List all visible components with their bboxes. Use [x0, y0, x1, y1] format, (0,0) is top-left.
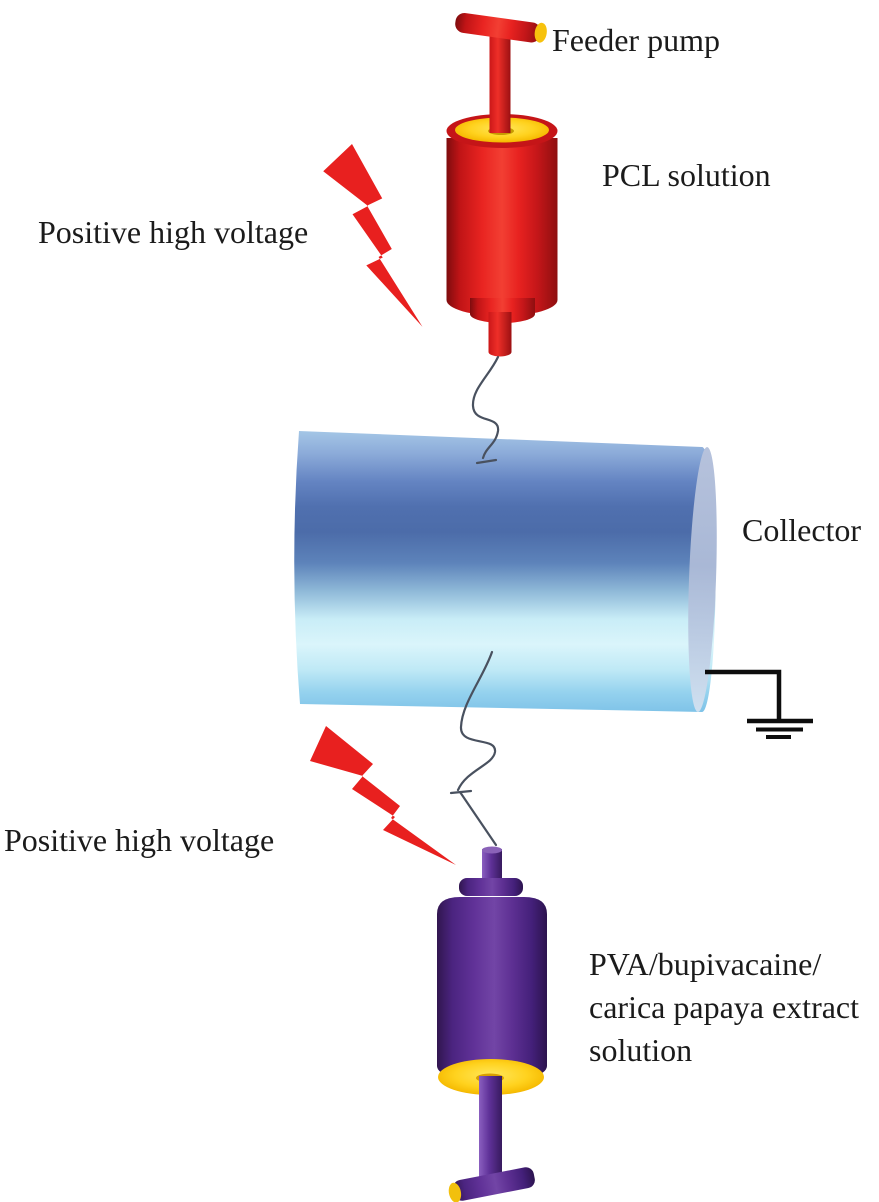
- collector-drum-end-cap: [688, 447, 717, 712]
- pva-syringe-neck: [459, 878, 523, 896]
- feeder-pump-handle: [455, 12, 547, 43]
- positive-high-voltage-label-bottom: Positive high voltage: [4, 822, 275, 858]
- collector-drum: [294, 431, 717, 712]
- lightning-bolt-icon: [310, 726, 456, 865]
- pva-plunger-handle: [448, 1167, 535, 1202]
- pcl-syringe: [446, 12, 558, 357]
- pcl-syringe-neck: [470, 298, 535, 323]
- pcl-plunger-rod: [489, 24, 511, 133]
- pva-syringe-needle: [482, 849, 502, 886]
- polymer-jet-top: [471, 355, 500, 465]
- pcl-syringe-needle: [488, 312, 512, 357]
- collector-label: Collector: [742, 512, 862, 548]
- pva-syringe: [437, 846, 547, 1202]
- earth-ground-icon: [705, 669, 813, 739]
- pva-syringe-needle-tip: [482, 846, 502, 854]
- collector-drum-surface: [294, 431, 716, 712]
- polymer-jet-bottom: [449, 650, 498, 847]
- pcl-solution-label: PCL solution: [602, 157, 771, 193]
- pva-solution-label: PVA/bupivacaine/ carica papaya extract s…: [589, 946, 860, 1068]
- feeder-pump-label: Feeder pump: [552, 22, 720, 58]
- positive-high-voltage-label-top: Positive high voltage: [38, 214, 309, 250]
- pcl-syringe-body: [446, 138, 558, 316]
- pva-plunger-rod: [479, 1076, 502, 1179]
- pva-syringe-body: [437, 897, 547, 1083]
